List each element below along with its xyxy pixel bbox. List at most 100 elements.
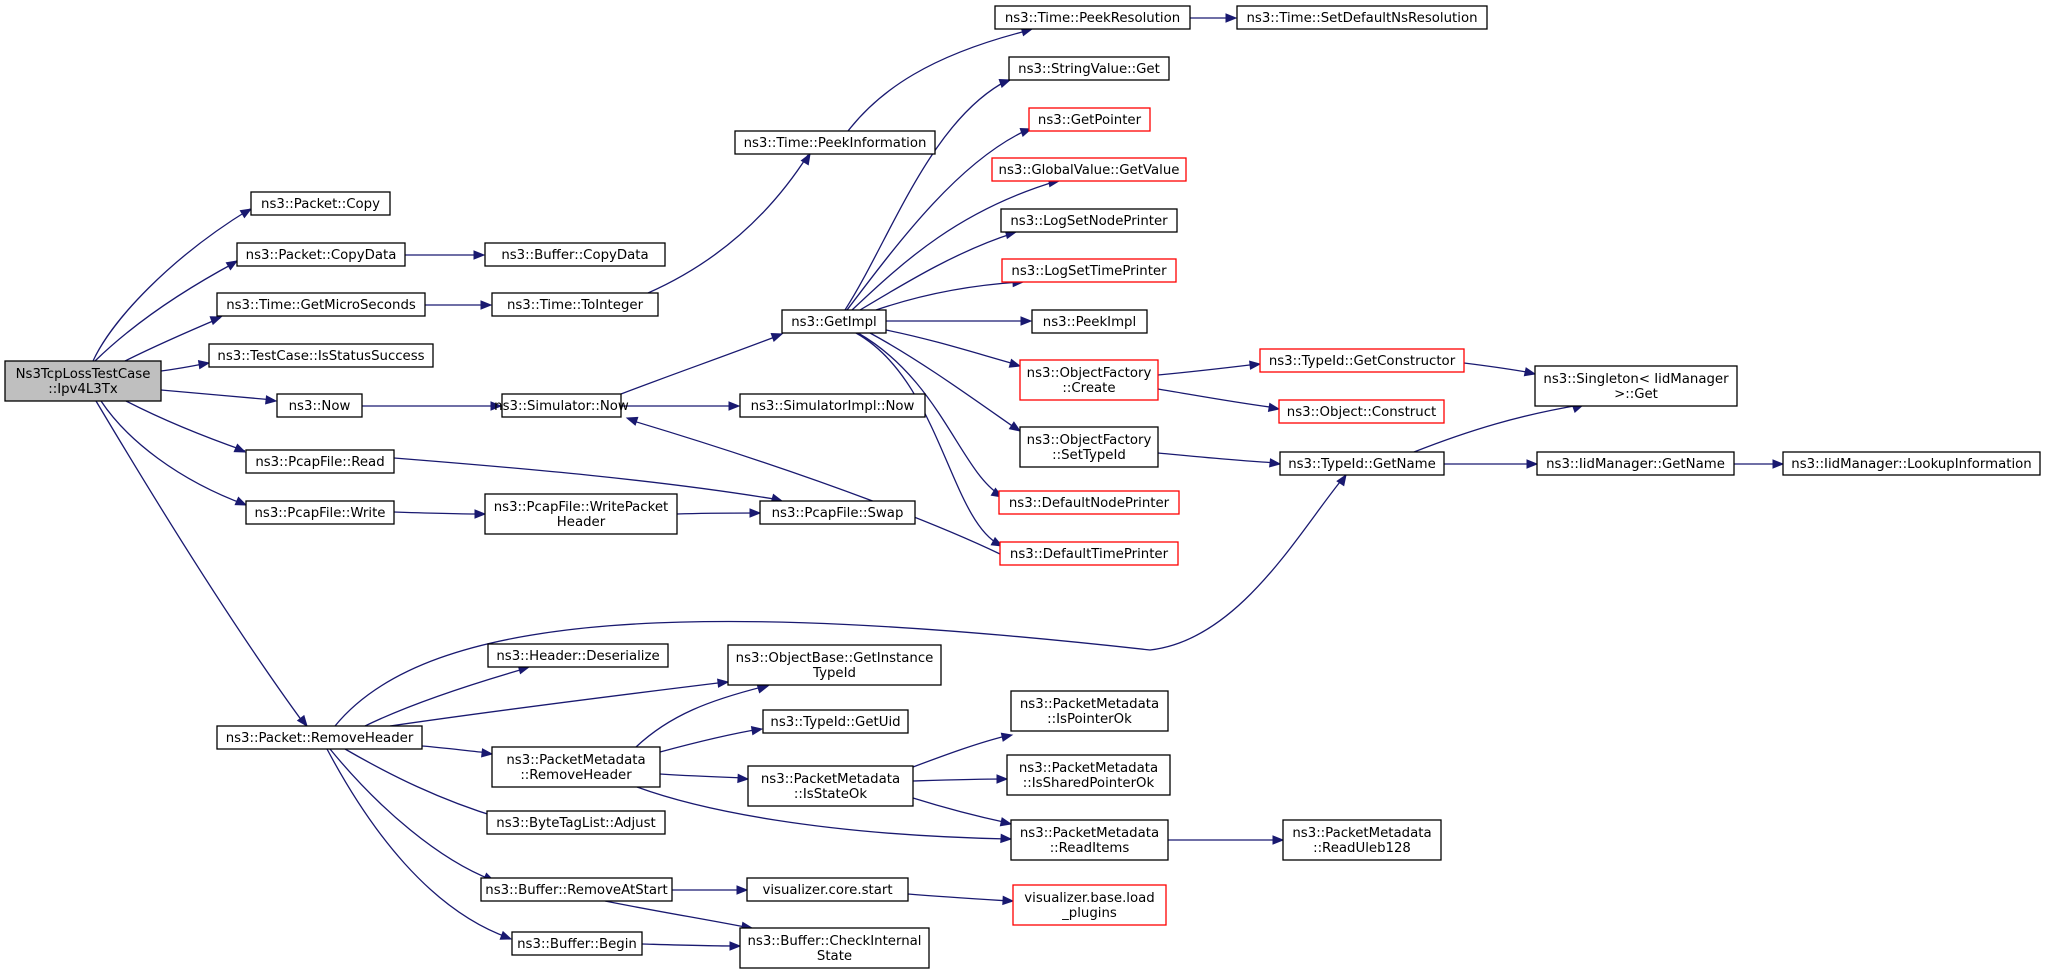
node-iid-getname[interactable]: ns3::IidManager::GetName [1536, 451, 1735, 476]
node-stringvalue-get[interactable]: ns3::StringValue::Get [1008, 56, 1170, 81]
edge-pm-isstateok-to-pm-readitems [912, 797, 1013, 827]
call-edges [92, 13, 1785, 951]
node-root[interactable]: Ns3TcpLossTestCase::Ipv4L3Tx [4, 360, 162, 402]
node-label: ns3::IidManager::LookupInformation [1791, 457, 2031, 472]
node-peekimpl[interactable]: ns3::PeekImpl [1031, 309, 1148, 334]
node-label: ns3::TypeId::GetName [1288, 457, 1436, 472]
node-logsetnode[interactable]: ns3::LogSetNodePrinter [1000, 208, 1178, 233]
node-time-getmicro[interactable]: ns3::Time::GetMicroSeconds [216, 292, 426, 317]
edge-getimpl-to-globalvalue-get [851, 178, 1061, 311]
node-pcap-write[interactable]: ns3::PcapFile::Write [245, 500, 395, 525]
arrowhead-icon [474, 509, 487, 519]
node-buffer-removeatstart[interactable]: ns3::Buffer::RemoveAtStart [480, 877, 673, 902]
arrowhead-icon [499, 930, 513, 940]
node-buffer-begin[interactable]: ns3::Buffer::Begin [511, 931, 643, 956]
node-time-setdefault[interactable]: ns3::Time::SetDefaultNsResolution [1236, 5, 1488, 30]
arrowhead-icon [800, 152, 811, 166]
edge-getimpl-to-defaulttime [855, 332, 1004, 547]
node-packet-removeheader[interactable]: ns3::Packet::RemoveHeader [216, 725, 423, 750]
node-pcap-swap[interactable]: ns3::PcapFile::Swap [759, 500, 916, 525]
edge-packet-copydata-to-buffer-copydata [405, 250, 486, 260]
node-defaultnode[interactable]: ns3::DefaultNodePrinter [998, 490, 1180, 515]
node-label: ::RemoveHeader [520, 768, 632, 783]
edge-getimpl-to-objfactory-settype [869, 332, 1022, 432]
node-pm-readitems[interactable]: ns3::PacketMetadata::ReadItems [1010, 819, 1169, 861]
node-label: ns3::PacketMetadata [1020, 697, 1159, 712]
node-vis-base-load[interactable]: visualizer.base.load_plugins [1012, 884, 1167, 926]
arrowhead-icon [225, 260, 239, 271]
arrowhead-icon [1019, 128, 1033, 137]
arrowhead-icon [1336, 473, 1347, 487]
node-label: ns3::GetImpl [791, 315, 876, 330]
arrowhead-icon [197, 359, 211, 370]
node-label: ns3::DefaultNodePrinter [1009, 496, 1170, 511]
node-pm-ispointerok[interactable]: ns3::PacketMetadata::IsPointerOk [1010, 690, 1169, 732]
node-label: ns3::LogSetTimePrinter [1011, 264, 1167, 279]
arrowhead-icon [1000, 833, 1013, 844]
node-pm-removeheader[interactable]: ns3::PacketMetadata::RemoveHeader [491, 746, 661, 788]
node-getpointer[interactable]: ns3::GetPointer [1028, 107, 1151, 132]
arrowhead-icon [749, 508, 762, 518]
node-packet-copydata[interactable]: ns3::Packet::CopyData [236, 242, 406, 267]
node-defaulttime[interactable]: ns3::DefaultTimePrinter [999, 541, 1179, 566]
node-getimpl[interactable]: ns3::GetImpl [781, 309, 887, 334]
node-time-peekres[interactable]: ns3::Time::PeekResolution [994, 5, 1191, 30]
node-label: ns3::GetPointer [1038, 113, 1142, 128]
edge-pm-isstateok-to-pm-ispointerok [912, 732, 1014, 768]
node-label: ns3::IidManager::GetName [1546, 457, 1725, 472]
edge-pcap-writeheader-to-pcap-swap [676, 508, 762, 518]
node-header-deser[interactable]: ns3::Header::Deserialize [487, 643, 669, 668]
edge-typeid-getctor-to-singleton-get [1463, 362, 1537, 377]
node-bytetag-adjust[interactable]: ns3::ByteTagList::Adjust [486, 810, 666, 835]
node-label: visualizer.base.load [1024, 891, 1154, 906]
node-typeid-getctor[interactable]: ns3::TypeId::GetConstructor [1259, 348, 1465, 373]
arrowhead-icon [1002, 895, 1015, 906]
node-label: TypeId [812, 666, 856, 681]
node-packet-copy[interactable]: ns3::Packet::Copy [250, 191, 391, 216]
node-label: Ns3TcpLossTestCase [16, 367, 151, 382]
node-buffer-copydata[interactable]: ns3::Buffer::CopyData [484, 242, 666, 267]
node-vis-core-start[interactable]: visualizer.core.start [746, 877, 909, 902]
edge-getimpl-to-peekimpl [886, 316, 1033, 326]
node-singleton-get[interactable]: ns3::Singleton< IidManager >::Get [1534, 365, 1738, 407]
node-label: ns3::PacketMetadata [1019, 761, 1158, 776]
node-pm-isstateok[interactable]: ns3::PacketMetadata::IsStateOk [747, 765, 914, 807]
arrowhead-icon [481, 748, 494, 758]
edge-time-tointeger-to-time-peekinfo [647, 152, 811, 294]
node-testcase-isstatus[interactable]: ns3::TestCase::IsStatusSuccess [208, 343, 434, 368]
node-label: ns3::PcapFile::Swap [772, 506, 904, 521]
node-time-peekinfo[interactable]: ns3::Time::PeekInformation [734, 130, 936, 155]
arrowhead-icon [1772, 459, 1785, 469]
edge-pm-removeheader-to-objbase-getinst [635, 684, 770, 748]
arrowhead-icon [209, 316, 223, 326]
node-typeid-getuid[interactable]: ns3::TypeId::GetUid [762, 709, 909, 734]
node-globalvalue-get[interactable]: ns3::GlobalValue::GetValue [991, 157, 1187, 182]
edge-pcap-write-to-pcap-writeheader [393, 509, 487, 519]
arrowhead-icon [480, 300, 493, 310]
node-objfactory-settype[interactable]: ns3::ObjectFactory::SetTypeId [1019, 426, 1159, 468]
node-now[interactable]: ns3::Now [276, 393, 363, 418]
node-label: ns3::TestCase::IsStatusSuccess [217, 349, 424, 364]
node-label: ns3::Buffer::Begin [517, 937, 637, 952]
node-label: ns3::DefaultTimePrinter [1010, 547, 1169, 562]
arrowhead-icon [1523, 367, 1537, 377]
node-object-construct[interactable]: ns3::Object::Construct [1278, 399, 1445, 424]
edge-getimpl-to-logsettime [875, 277, 1025, 311]
node-label: ns3::PcapFile::WritePacket [494, 500, 669, 515]
node-pcap-read[interactable]: ns3::PcapFile::Read [245, 449, 395, 474]
node-iid-lookup[interactable]: ns3::IidManager::LookupInformation [1782, 451, 2041, 476]
edge-now-to-simulator-now [362, 401, 503, 411]
node-label: ns3::Packet::Copy [261, 197, 380, 212]
node-pm-issharedok[interactable]: ns3::PacketMetadata::IsSharedPointerOk [1006, 754, 1171, 796]
node-time-tointeger[interactable]: ns3::Time::ToInteger [491, 292, 659, 317]
node-pm-readuleb[interactable]: ns3::PacketMetadata::ReadUleb128 [1282, 819, 1442, 861]
call-nodes: Ns3TcpLossTestCase::Ipv4L3Txns3::Packet:… [4, 5, 2041, 969]
node-objfactory-create[interactable]: ns3::ObjectFactory::Create [1019, 359, 1159, 401]
node-simulator-now[interactable]: ns3::Simulator::Now [494, 393, 629, 418]
node-logsettime[interactable]: ns3::LogSetTimePrinter [1001, 258, 1177, 283]
node-typeid-getname[interactable]: ns3::TypeId::GetName [1279, 451, 1445, 476]
node-simimpl-now[interactable]: ns3::SimulatorImpl::Now [739, 393, 926, 418]
